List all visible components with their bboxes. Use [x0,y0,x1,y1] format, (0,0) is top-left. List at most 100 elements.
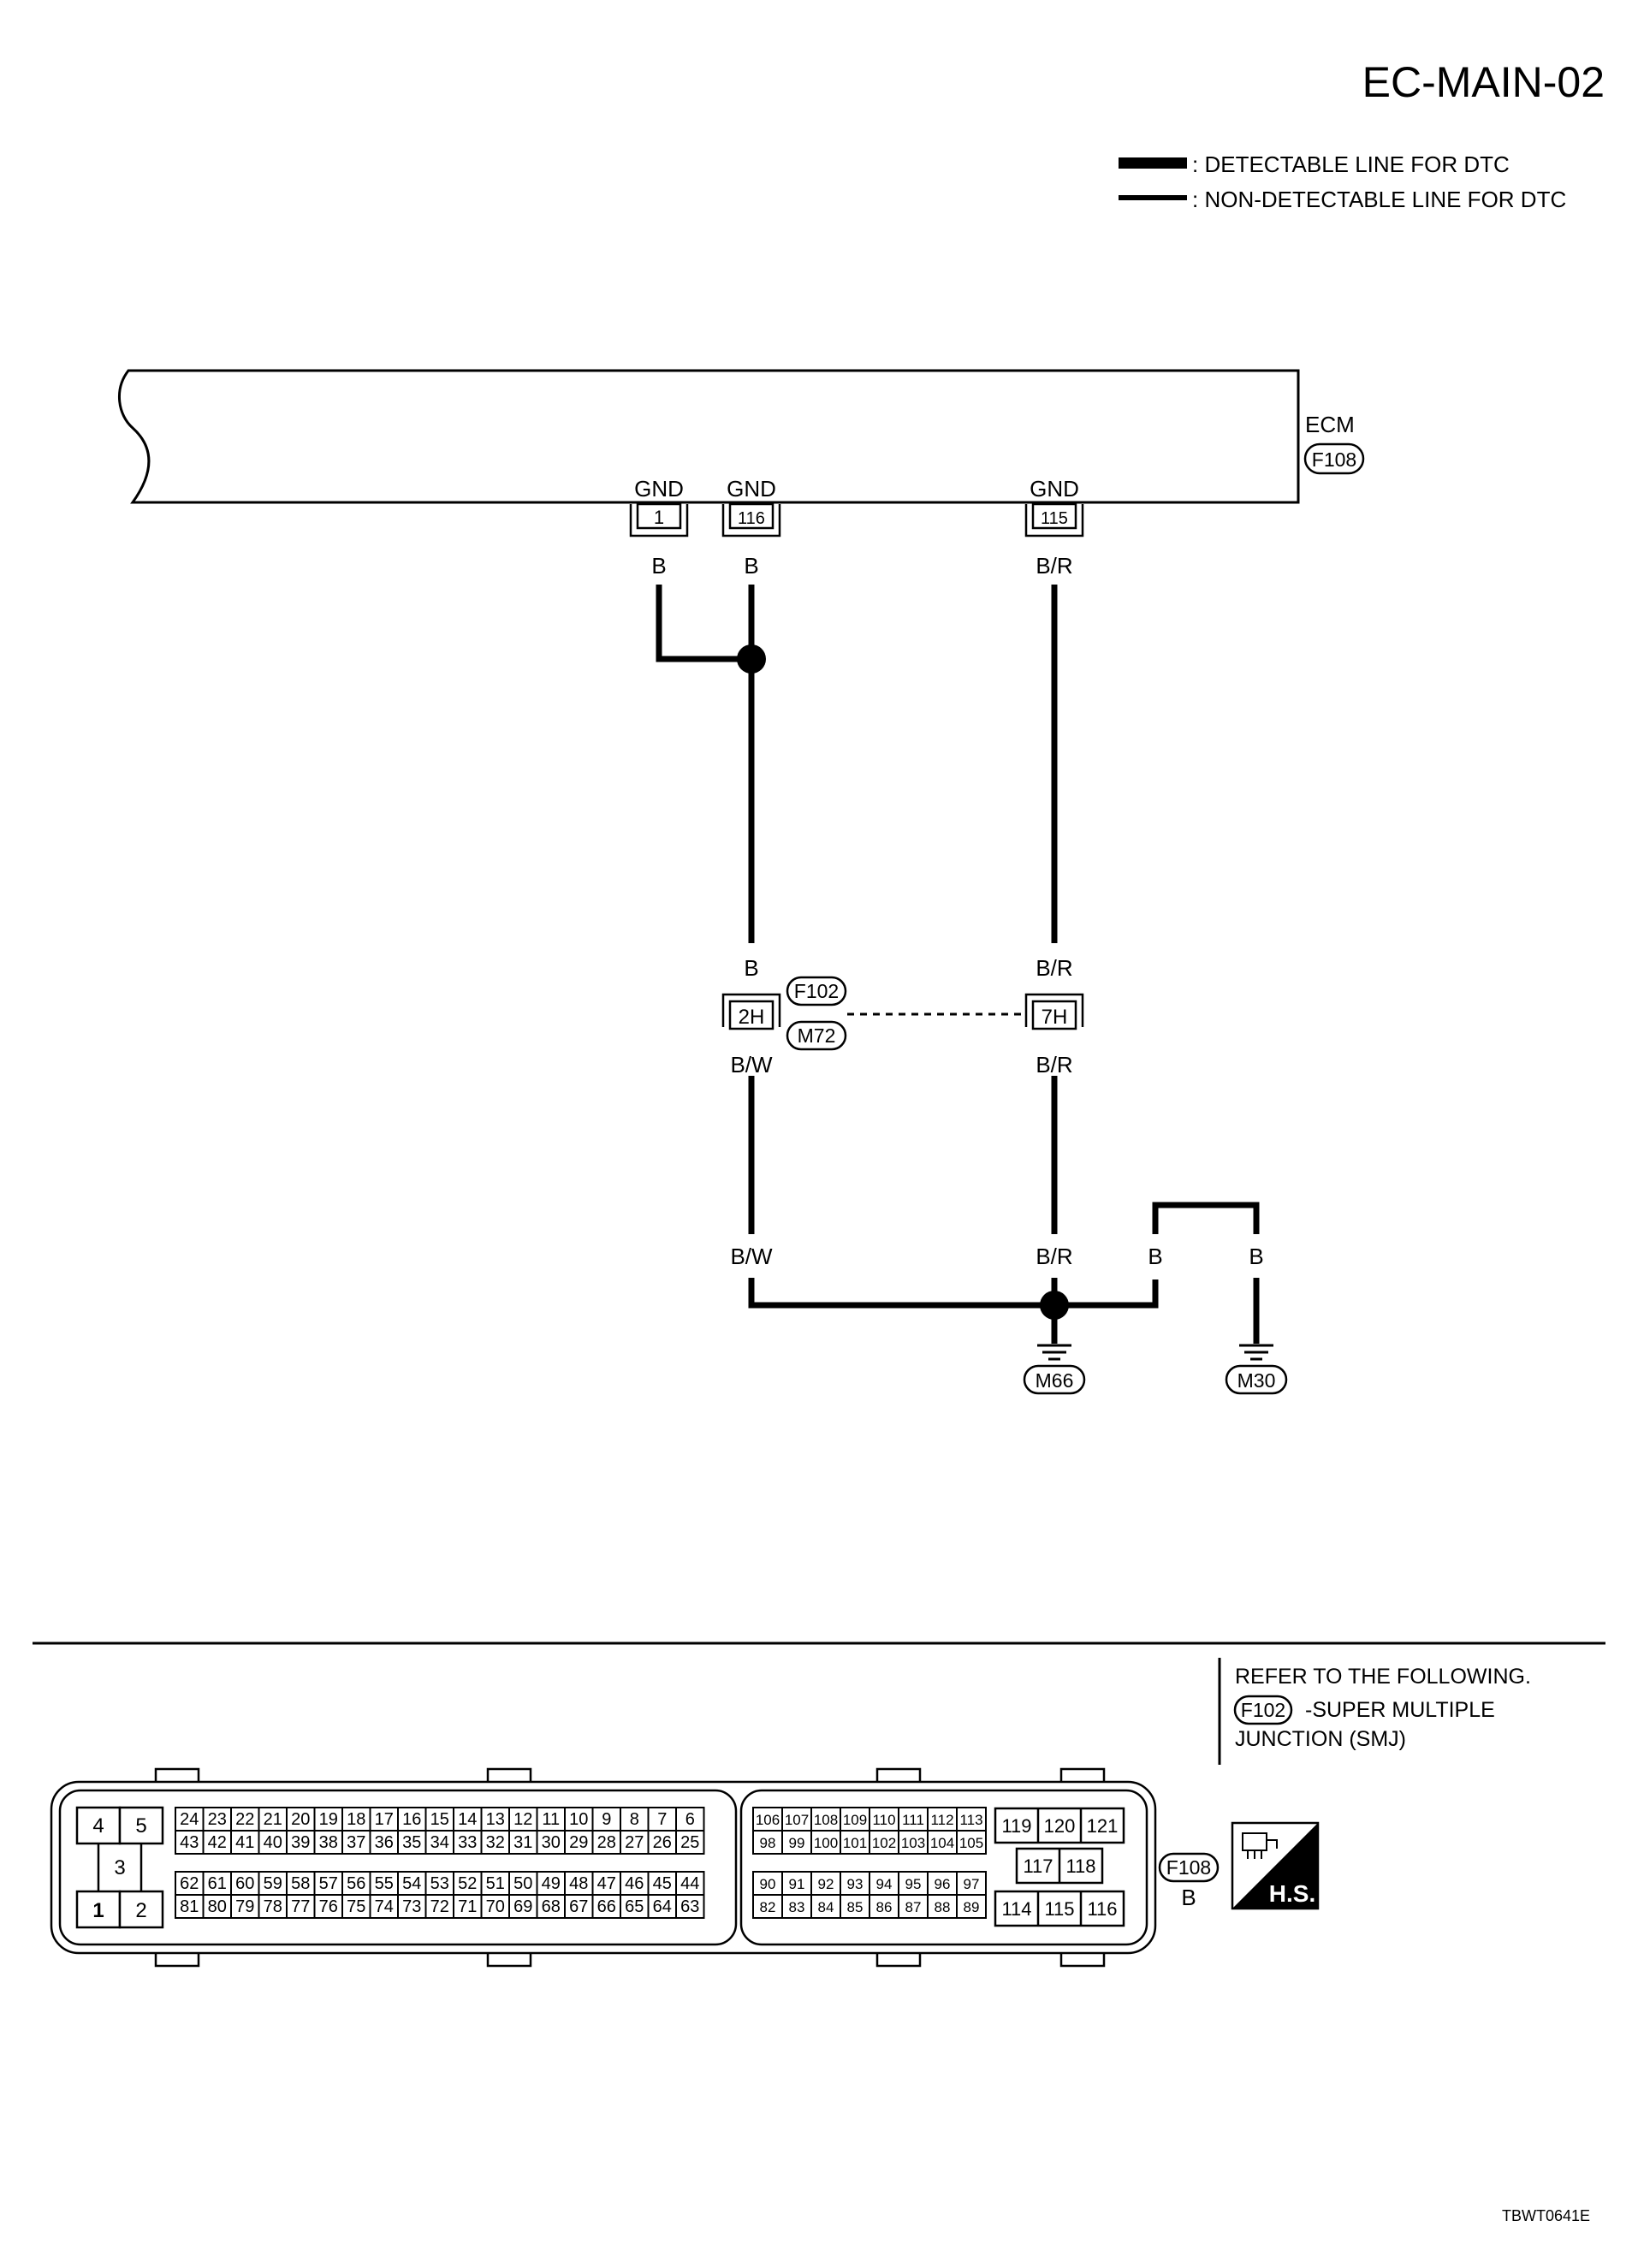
cavity-15: 15 [430,1810,449,1829]
cavity-70: 70 [486,1897,505,1916]
cavity-block-1: 4 5 3 1 2 [75,1806,164,1929]
cavity-1: 1 [92,1899,104,1922]
junction-2h-bracket [721,993,781,1027]
ground-wire-b1-label: B [1148,1244,1162,1269]
cavity-93: 93 [847,1876,864,1892]
wire-m30-loop [1152,1202,1260,1234]
cavity-box [781,1871,812,1896]
cavity-98: 98 [760,1835,776,1851]
cavity-77: 77 [291,1897,310,1916]
terminal-116-wire-color: B [744,553,758,579]
terminal-1-name: GND [634,476,684,502]
cavity-75: 75 [347,1897,365,1916]
ecm-connector-badge [1303,442,1365,475]
terminal-115-pin: 115 [1041,509,1068,528]
cavity-111: 111 [902,1812,924,1828]
junction-2h-box [728,1000,774,1030]
cavity-55: 55 [375,1874,394,1893]
cavity-97: 97 [964,1876,980,1892]
cavity-67: 67 [569,1897,588,1916]
refer-line-1: -SUPER MULTIPLE [1305,1698,1495,1722]
wire-bw-to-ground-splice [748,1278,1054,1309]
connector-face-code: F108 [1166,1856,1211,1879]
cavity-115: 115 [1044,1898,1074,1920]
cavity-29: 29 [569,1833,588,1852]
cavity-120: 120 [1044,1815,1076,1837]
cavity-2: 2 [135,1899,146,1922]
cavity-117: 117 [1023,1855,1053,1877]
cavity-box [286,1830,316,1855]
wires [656,585,1260,1344]
cavity-53: 53 [430,1874,449,1893]
cavity-23: 23 [208,1810,227,1829]
cavity-25: 25 [680,1833,699,1852]
cavity-40: 40 [264,1833,282,1852]
cavity-box [453,1871,483,1896]
cavity-26: 26 [653,1833,672,1852]
cavity-7: 7 [657,1810,667,1829]
cavity-48: 48 [569,1874,588,1893]
cavity-box [752,1807,783,1832]
cavity-box [869,1830,899,1855]
cavity-118: 118 [1065,1855,1095,1877]
ecm-label: ECM [1305,412,1355,437]
ecm-body-outline [117,369,1300,504]
figure-code: TBWT0641E [1502,2207,1590,2224]
cavity-104: 104 [930,1835,954,1851]
ecm-terminal-115: GND 115 B/R [1024,476,1084,579]
cavity-56: 56 [347,1874,365,1893]
junction-7h-pin: 7H [1042,1006,1068,1029]
cavity-box [675,1894,705,1919]
splice-ground [1040,1291,1069,1320]
cavity-box [397,1830,427,1855]
cavity-box [453,1830,483,1855]
cavity-31: 31 [513,1833,532,1852]
cavity-65: 65 [625,1897,644,1916]
junction-2h-pin: 2H [739,1006,765,1029]
cavity-51: 51 [486,1874,505,1893]
cavity-19: 19 [319,1810,338,1829]
cavity-119: 119 [1001,1815,1031,1837]
cavity-box [480,1894,510,1919]
ground-wire-bw-label: B/W [730,1244,773,1269]
cavity-24: 24 [180,1810,199,1829]
cavity-94: 94 [876,1876,893,1892]
cavity-box [202,1830,232,1855]
cavity-76: 76 [319,1897,338,1916]
cavity-box [341,1871,371,1896]
cavity-box [956,1830,987,1855]
cavity-73: 73 [402,1897,421,1916]
cavity-45: 45 [653,1874,672,1893]
legend-detectable-swatch [1119,157,1187,169]
junction-connector-code-bottom: M72 [798,1024,836,1047]
cavity-82: 82 [760,1899,776,1915]
cavity-box [675,1871,705,1896]
cavity-121: 121 [1087,1815,1119,1837]
cavity-box [898,1894,929,1919]
cavity-47: 47 [597,1874,616,1893]
cavity-box [840,1807,870,1832]
cavity-63: 63 [680,1897,699,1916]
cavity-box [898,1830,929,1855]
cavity-92: 92 [818,1876,834,1892]
terminal-116-name: GND [727,476,776,502]
page-title: EC-MAIN-02 [1362,58,1605,106]
cavity-57: 57 [319,1874,338,1893]
connector-face-code-badge [1158,1852,1220,1883]
cavity-5: 5 [135,1814,146,1838]
cavity-box [564,1894,594,1919]
junction-connector-code-top: F102 [794,980,839,1002]
cavity-35: 35 [402,1833,421,1852]
cavity-box [956,1894,987,1919]
cavity-80: 80 [208,1897,227,1916]
cavity-85: 85 [847,1899,864,1915]
smj-junction: B B/R 2H 7H F102 M72 B/W B/R [721,955,1084,1078]
cavity-box [810,1894,841,1919]
cavity-60: 60 [235,1874,254,1893]
cavity-box [620,1807,650,1832]
cavity-box [258,1894,288,1919]
cavity-18: 18 [347,1810,365,1829]
cavity-box [927,1871,958,1896]
cavity-14: 14 [458,1810,477,1829]
